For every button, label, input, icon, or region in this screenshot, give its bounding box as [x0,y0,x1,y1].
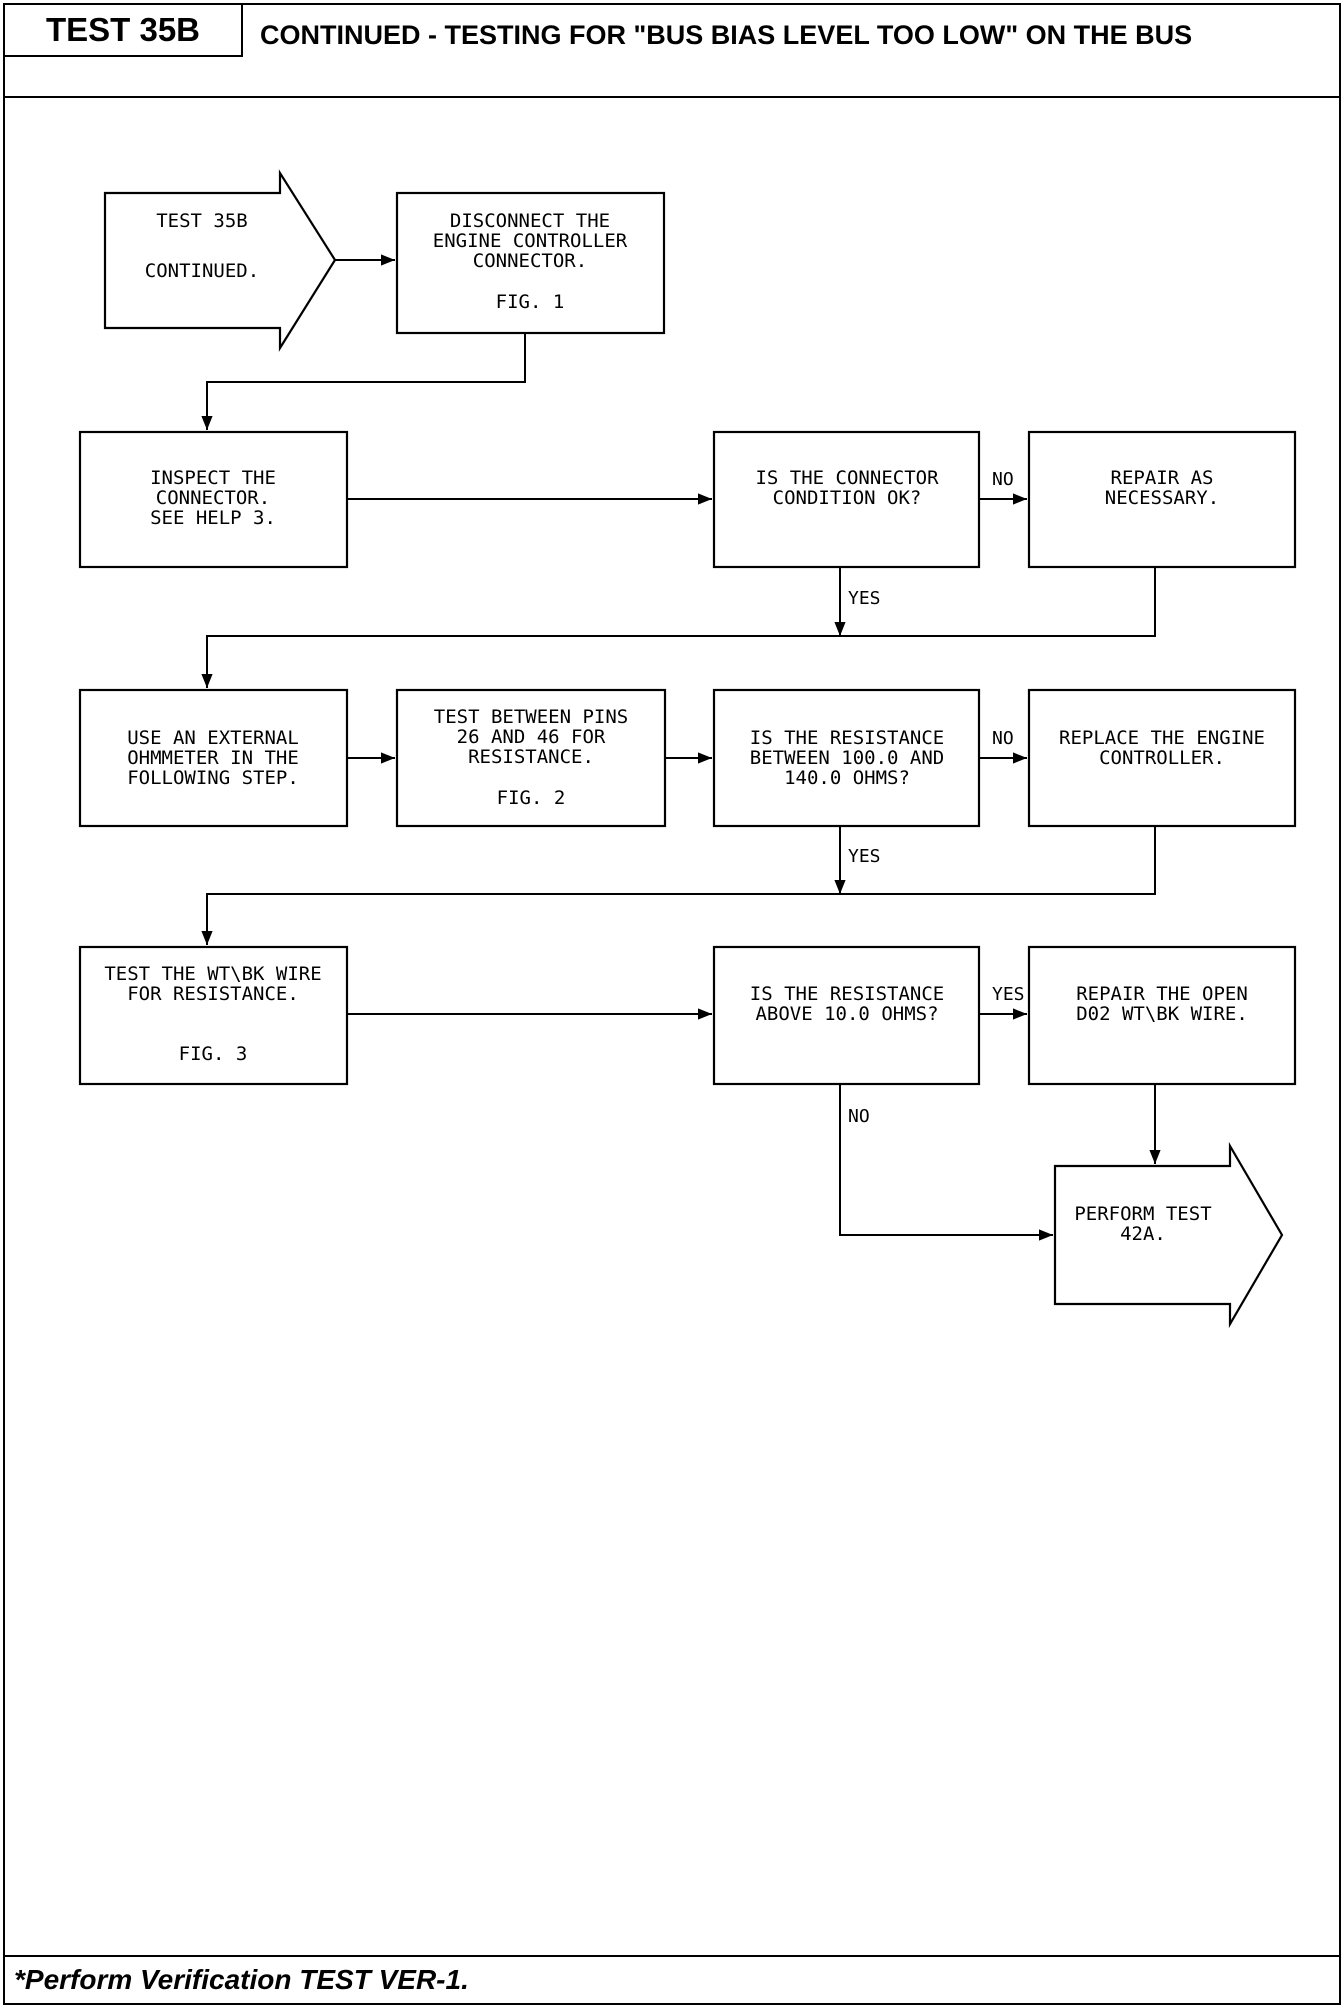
step-repair: REPAIR AS NECESSARY. [1027,430,1297,569]
start-line-2: CONTINUED. [145,260,259,282]
step-disconnect: DISCONNECT THE ENGINE CONTROLLER CONNECT… [395,191,666,335]
test-wire-line-2: FOR RESISTANCE. [127,983,299,1005]
ohmmeter-line-1: USE AN EXTERNAL [127,727,299,749]
ohmmeter-line-3: FOLLOWING STEP. [127,767,299,789]
connector-above-no [839,1084,1053,1241]
test-pins-line-3: RESISTANCE. [468,746,594,768]
replace-line-1: REPLACE THE ENGINE [1059,727,1265,749]
page-title: CONTINUED - TESTING FOR "BUS BIAS LEVEL … [260,19,1193,50]
start-line-1: TEST 35B [156,210,248,232]
inspect-line-2: CONNECTOR. [156,487,270,509]
test-wire-line-3: FIG. 3 [179,1043,248,1065]
label-yes-above: YES [992,984,1025,1005]
resistance-range-line-1: IS THE RESISTANCE [750,727,944,749]
test-id-box: TEST 35B [5,5,243,57]
perform-test-arrow: PERFORM TEST 42A. [1053,1141,1284,1329]
label-no-resistance: NO [992,728,1014,749]
step-ohmmeter: USE AN EXTERNAL OHMMETER IN THE FOLLOWIN… [78,688,349,828]
condition-line-2: CONDITION OK? [773,487,922,509]
label-yes-condition: YES [848,588,881,609]
footer-divider [5,1955,1339,1957]
inspect-line-1: INSPECT THE [150,467,276,489]
repair-line-2: NECESSARY. [1105,487,1219,509]
condition-line-1: IS THE CONNECTOR [755,467,939,489]
repair-open-line-2: D02 WT\BK WIRE. [1076,1003,1248,1025]
test-pins-line-4: FIG. 2 [497,787,566,809]
inspect-line-3: SEE HELP 3. [150,507,276,529]
decision-resistance-range: IS THE RESISTANCE BETWEEN 100.0 AND 140.… [712,688,981,828]
disconnect-line-1: DISCONNECT THE [450,210,610,232]
step-test-wire: TEST THE WT\BK WIRE FOR RESISTANCE. FIG.… [78,945,349,1086]
perform-line-2: 42A. [1120,1223,1166,1245]
connector-repair-to-ohmmeter [201,567,1156,688]
step-inspect: INSPECT THE CONNECTOR. SEE HELP 3. [78,430,349,569]
disconnect-line-3: CONNECTOR. [473,250,587,272]
step-test-pins: TEST BETWEEN PINS 26 AND 46 FOR RESISTAN… [395,688,667,828]
header-divider [5,96,1339,98]
connector-replace-to-wire [201,826,1156,945]
test-pins-line-2: 26 AND 46 FOR [457,726,606,748]
above-line-1: IS THE RESISTANCE [750,983,944,1005]
label-no-condition: NO [992,469,1014,490]
test-pins-line-1: TEST BETWEEN PINS [434,706,628,728]
disconnect-line-4: FIG. 1 [496,291,565,313]
resistance-range-line-2: BETWEEN 100.0 AND [750,747,944,769]
perform-line-1: PERFORM TEST [1074,1203,1211,1225]
ohmmeter-line-2: OHMMETER IN THE [127,747,299,769]
above-line-2: ABOVE 10.0 OHMS? [755,1003,938,1025]
footer-note: *Perform Verification TEST VER-1. [14,1964,469,1995]
page-frame [3,3,1341,2005]
label-yes-resistance: YES [848,846,881,867]
repair-open-line-1: REPAIR THE OPEN [1076,983,1248,1005]
start-arrow: TEST 35B CONTINUED. [103,169,337,352]
label-no-above: NO [848,1106,870,1127]
repair-line-1: REPAIR AS [1111,467,1214,489]
step-repair-open: REPAIR THE OPEN D02 WT\BK WIRE. [1027,945,1297,1086]
decision-connector-condition: IS THE CONNECTOR CONDITION OK? [712,430,981,569]
test-wire-line-1: TEST THE WT\BK WIRE [104,963,321,985]
disconnect-line-2: ENGINE CONTROLLER [433,230,628,252]
connector-disconnect-to-inspect [201,334,526,430]
step-replace: REPLACE THE ENGINE CONTROLLER. [1027,688,1297,828]
resistance-range-line-3: 140.0 OHMS? [784,767,910,789]
replace-line-2: CONTROLLER. [1099,747,1225,769]
flow-connectors [201,254,1161,1241]
decision-resistance-above: IS THE RESISTANCE ABOVE 10.0 OHMS? [712,945,981,1086]
